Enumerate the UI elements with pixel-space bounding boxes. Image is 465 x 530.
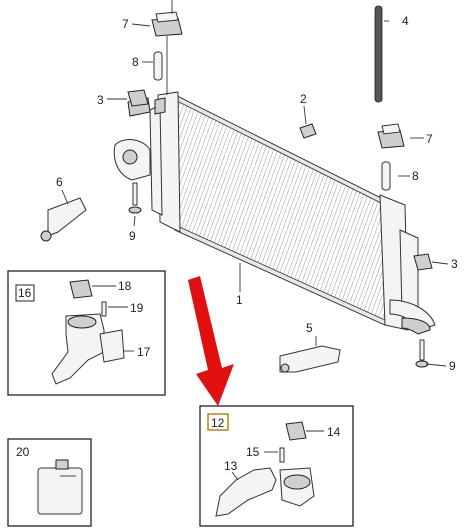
- callout-4: 4: [402, 14, 409, 28]
- clip-right: [413, 253, 433, 271]
- air-guide-6: [40, 197, 87, 242]
- clip-left: [127, 89, 149, 107]
- pin-right: [381, 161, 391, 191]
- callout-5: 5: [306, 321, 313, 335]
- callout-2: 2: [300, 92, 307, 106]
- callout-3-right: 3: [451, 257, 458, 271]
- mount-right: [377, 123, 405, 149]
- inset-tag-12: 12: [211, 416, 225, 430]
- leader-lines: [61, 20, 449, 481]
- callout-9-right: 9: [449, 359, 456, 373]
- callout-1: 1: [236, 293, 243, 307]
- red-arrow: [188, 276, 234, 406]
- callout-3-left: 3: [97, 93, 104, 107]
- callout-7-top: 7: [122, 17, 129, 31]
- callout-18: 18: [118, 279, 132, 293]
- callout-13: 13: [224, 459, 238, 473]
- bolt-left: [128, 182, 142, 214]
- callout-14: 14: [327, 425, 341, 439]
- seal-strip: [374, 5, 383, 103]
- inset-tag-20: 20: [16, 445, 30, 459]
- inset-tag-16: 16: [18, 286, 32, 300]
- mount-top-left: [151, 0, 183, 95]
- sensor: [299, 123, 317, 139]
- callout-19: 19: [130, 301, 144, 315]
- callout-8-left: 8: [132, 55, 139, 69]
- callout-7-right: 7: [426, 132, 433, 146]
- bolt-right: [415, 339, 429, 368]
- callout-6: 6: [56, 175, 63, 189]
- inset-tags: 16 12 20: [16, 286, 225, 459]
- callout-9-left: 9: [129, 229, 136, 243]
- inset-20: [7, 438, 92, 527]
- callout-15: 15: [246, 445, 260, 459]
- callout-17: 17: [137, 345, 151, 359]
- inset-12: [199, 405, 354, 527]
- radiator-core: [113, 91, 436, 335]
- pin-left: [153, 51, 163, 81]
- air-guide-5: [279, 345, 341, 373]
- callouts: 7 8 3 2 4 7 8 6 9 1 3 5 9 18 19 17 14 15…: [56, 14, 458, 473]
- inset-16: [7, 270, 166, 396]
- callout-8-right: 8: [412, 169, 419, 183]
